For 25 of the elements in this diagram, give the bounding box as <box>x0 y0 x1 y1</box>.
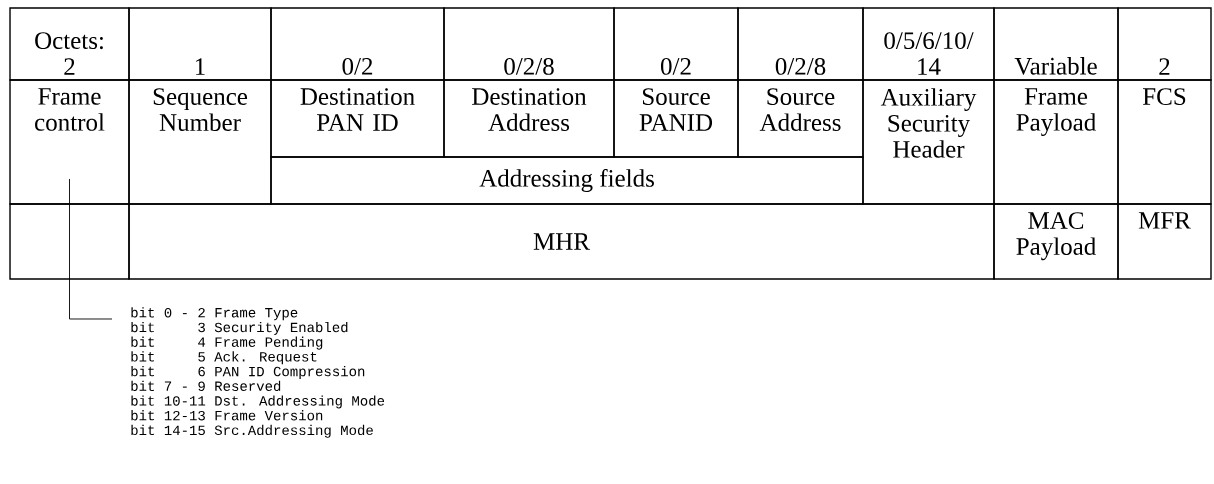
octet-count-cell: 2 <box>1117 7 1212 81</box>
octet-count-cell: 1 <box>128 7 272 81</box>
octet-count-cell: Octets: 2 <box>9 7 130 81</box>
octet-count-cell: 0/2 <box>270 7 445 81</box>
field-name-cell: Frame control <box>9 79 130 205</box>
field-name-cell: FCS <box>1117 79 1212 205</box>
octet-count-cell: 0/5/6/10/ 14 <box>862 7 995 81</box>
octet-count-cell: 0/2/8 <box>737 7 864 81</box>
frame-part-cell: MFR <box>1117 203 1212 280</box>
frame-part-cell: MHR <box>128 203 995 280</box>
frame-part-cell: MAC Payload <box>993 203 1119 280</box>
field-name-cell: Frame Payload <box>993 79 1119 205</box>
octet-count-cell: 0/2/8 <box>443 7 615 81</box>
field-name-cell: Destination PAN ID <box>270 79 445 158</box>
field-name-cell: Sequence Number <box>128 79 272 205</box>
frame-part-cell <box>9 203 130 280</box>
octet-count-cell: Variable <box>993 7 1119 81</box>
leader-line <box>69 178 113 320</box>
octet-count-cell: 0/2 <box>613 7 739 81</box>
bit-field-list: bit 0 - 2 Frame Type bit 3 Security Enabled bit 4 Frame Pending bit 5 Ack. Request bit 6 PAN ID Compression bit 7 - 9 Reserved bit 10-11 Dst. Addressing Mode bit 12-13 Frame Version bit 14-15 Src.Addressing Mode <box>131 307 385 438</box>
field-name-cell: Source Address <box>737 79 864 158</box>
field-name-cell: Auxiliary Security Header <box>862 79 995 205</box>
field-group-cell: Addressing fields <box>270 156 864 205</box>
field-name-cell: Destination Address <box>443 79 615 158</box>
field-name-cell: Source PANID <box>613 79 739 158</box>
